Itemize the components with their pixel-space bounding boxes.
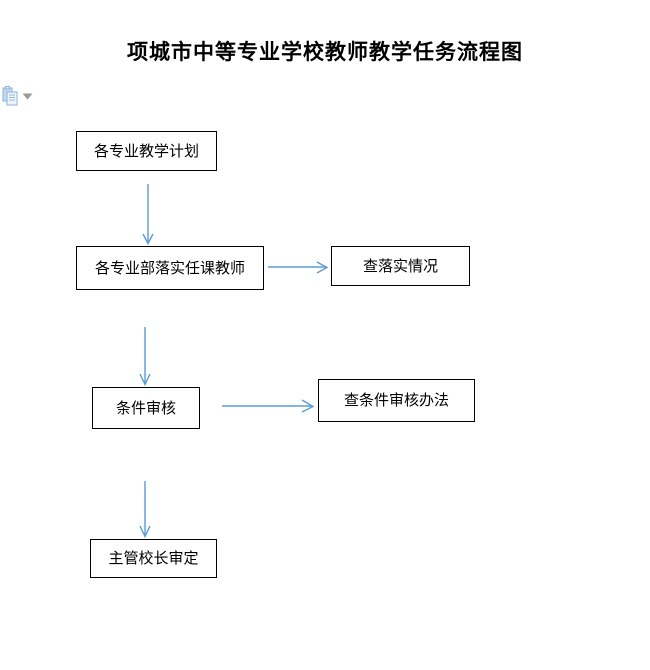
flow-node-check-implementation[interactable]: 查落实情况 [331,246,470,286]
arrow-condition-to-principal [139,481,151,539]
flow-node-assign[interactable]: 各专业部落实任课教师 [76,246,264,290]
arrow-condition-to-check-rules [222,399,315,413]
flow-node-plan[interactable]: 各专业教学计划 [76,131,217,171]
flow-node-principal-approval[interactable]: 主管校长审定 [90,539,217,578]
arrow-assign-to-check-impl [268,261,329,274]
flow-node-check-review-rules[interactable]: 查条件审核办法 [318,379,475,422]
arrow-assign-to-condition [139,327,151,387]
arrow-plan-to-assign [142,184,154,246]
flow-node-label: 条件审核 [115,398,176,417]
flow-node-label: 查落实情况 [362,256,438,275]
page-title: 项城市中等专业学校教师教学任务流程图 [127,39,523,64]
chevron-down-icon[interactable] [22,93,33,100]
paste-options-smart-tag[interactable] [2,86,38,108]
flow-node-condition-review[interactable]: 条件审核 [92,387,200,429]
clipboard-paste-icon[interactable] [2,86,18,106]
flow-node-label: 查条件审核办法 [343,391,449,410]
flow-node-label: 各专业教学计划 [93,141,199,160]
flow-node-label: 主管校长审定 [108,549,199,568]
flow-node-label: 各专业部落实任课教师 [94,258,245,277]
